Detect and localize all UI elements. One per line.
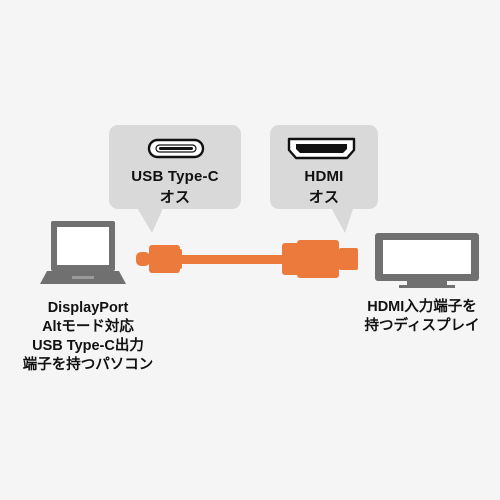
hdmi-gender: オス xyxy=(308,189,340,206)
hdmi-name: HDMI xyxy=(304,168,344,185)
hdmi-plug xyxy=(282,240,358,278)
usb-type-c-port-icon xyxy=(147,138,205,159)
usb-c-connector-label: USB Type-C オス xyxy=(109,166,241,208)
laptop-icon xyxy=(40,221,126,284)
usb-c-name: USB Type-C xyxy=(131,168,219,185)
hdmi-connector-label: HDMI オス xyxy=(270,166,378,208)
sink-device-label: HDMI入力端子を 持つディスプレイ xyxy=(348,298,496,336)
adapter-cable xyxy=(136,240,358,278)
source-line: Altモード対応 xyxy=(42,319,134,335)
source-line: DisplayPort xyxy=(47,300,129,316)
source-device-label: DisplayPort Altモード対応 USB Type-C出力 端子を持つパ… xyxy=(8,299,168,375)
cable-cord xyxy=(180,255,290,264)
monitor-icon xyxy=(375,233,479,288)
hdmi-port-icon xyxy=(287,137,356,160)
usb-c-gender: オス xyxy=(159,189,191,206)
usb-c-callout-bubble xyxy=(109,125,241,233)
sink-line: 持つディスプレイ xyxy=(364,318,480,334)
sink-line: HDMI入力端子を xyxy=(367,299,477,315)
source-line: 端子を持つパソコン xyxy=(22,357,154,373)
source-line: USB Type-C出力 xyxy=(32,338,144,354)
usb-c-plug xyxy=(136,245,182,273)
